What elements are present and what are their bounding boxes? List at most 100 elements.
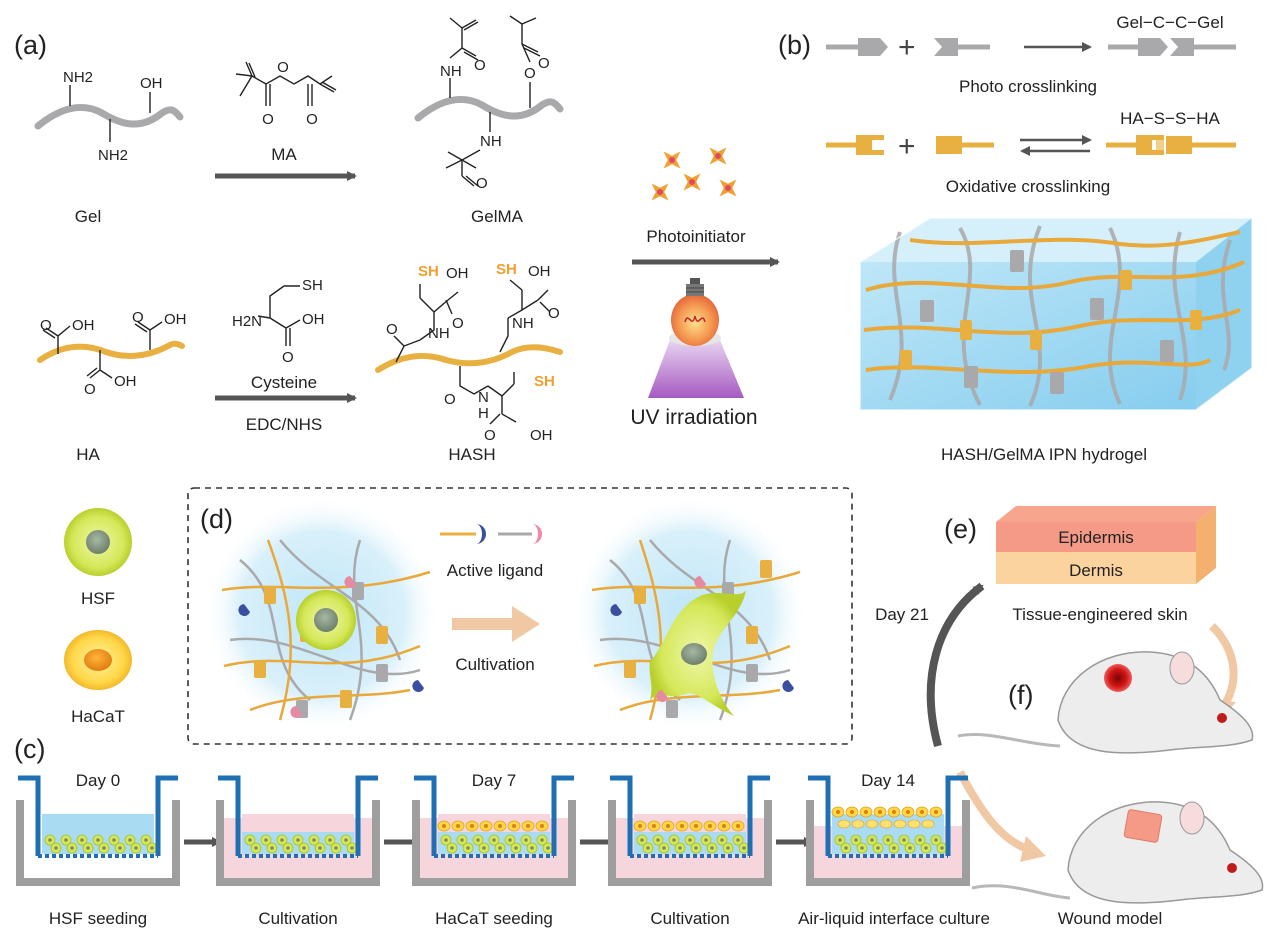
hash-structure: SH OH O NH O SH OH O NH O N H SH O OH [375, 261, 563, 444]
photoinitiator-icon [651, 147, 737, 201]
cysteine-structure [257, 285, 301, 346]
transwell [412, 775, 576, 886]
network-after [572, 496, 808, 732]
oh-label: OH [114, 373, 137, 390]
o-label: O [538, 55, 550, 72]
step-label: Cultivation [258, 909, 337, 928]
nh-label: NH [440, 63, 462, 80]
ipn-hydrogel-block [859, 217, 1253, 411]
uv-label: UV irradiation [630, 406, 757, 429]
epidermis-label: Epidermis [1058, 528, 1134, 547]
oxidative-crosslink-scheme: + [826, 130, 1236, 163]
svg-text:+: + [898, 130, 916, 163]
step-label: HaCaT seeding [435, 909, 553, 928]
transwell [216, 775, 380, 886]
oh-label: OH [530, 427, 553, 444]
oh-label: OH [72, 317, 95, 334]
active-ligand-label: Active ligand [447, 561, 543, 580]
oh-label: OH [302, 311, 325, 328]
ha-label: HA [76, 445, 100, 464]
cysteine-label: Cysteine [251, 373, 317, 392]
implant-arrow [1209, 623, 1238, 709]
gelma-chain [414, 95, 564, 122]
oh-label: OH [446, 265, 469, 282]
panel-f: (f) Wound model [956, 651, 1264, 928]
day7-label: Day 7 [472, 771, 516, 790]
panel-d-frame [187, 487, 853, 745]
rat-with-wound [957, 651, 1254, 754]
o-label: O [476, 175, 488, 192]
sh-label: SH [418, 263, 439, 280]
panel-f-label: (f) [1008, 680, 1033, 710]
tes-label: Tissue-engineered skin [1012, 605, 1187, 624]
uv-lamp-icon [648, 278, 744, 398]
dermis-label: Dermis [1069, 561, 1123, 580]
o-label: O [262, 111, 274, 128]
transwell [608, 775, 772, 886]
step-label: Air-liquid interface culture [798, 909, 990, 928]
day14-label: Day 14 [861, 771, 915, 790]
day0-label: Day 0 [76, 771, 120, 790]
hsf-cell-icon [64, 508, 132, 576]
o-label: O [277, 59, 289, 76]
panel-a-label: (a) [14, 30, 47, 60]
oxidative-crosslinking-label: Oxidative crosslinking [946, 177, 1110, 196]
panel-c: (c) HSF seeding Cultivation HaCaT seedin… [14, 734, 990, 928]
ha-structure: O OH O OH O OH [37, 309, 187, 398]
nh-label: NH [428, 325, 450, 342]
gel-label: Gel [75, 207, 101, 226]
nh2-label: NH2 [98, 147, 128, 164]
o-label: O [386, 321, 398, 338]
day21-label: Day 21 [875, 605, 929, 624]
step-label: HSF seeding [49, 909, 147, 928]
gelma-structure: NH O NH O O O [414, 15, 564, 192]
active-ligand-icon [440, 524, 542, 544]
panel-b-label: (b) [778, 30, 811, 60]
o-label: O [524, 65, 536, 82]
nh-label: NH [512, 315, 534, 332]
ha-chain [37, 340, 185, 363]
oh-label: OH [140, 75, 163, 92]
hsf-label: HSF [81, 589, 115, 608]
photo-crosslinking-label: Photo crosslinking [959, 77, 1097, 96]
hacat-cell-icon [64, 630, 132, 690]
nh2-label: NH2 [63, 69, 93, 86]
o-label: O [452, 315, 464, 332]
ma-label: MA [271, 145, 297, 164]
transplant-arrow [956, 770, 1032, 854]
photo-crosslink-scheme: + [826, 31, 1236, 64]
nh-label: NH [480, 133, 502, 150]
o-label: O [548, 305, 560, 322]
day21-arrow [926, 582, 985, 748]
panel-d-label: (d) [200, 504, 233, 534]
o-label: O [444, 391, 456, 408]
sh-label: SH [534, 373, 555, 390]
transwell [16, 775, 180, 886]
panel-b: (b) + Gel−C−C−Gel Photo crosslinking + [778, 13, 1253, 464]
o-label: O [484, 427, 496, 444]
panel-c-label: (c) [14, 734, 45, 764]
edc-nhs-label: EDC/NHS [246, 415, 323, 434]
o-label: O [474, 57, 486, 74]
photoinitiator-label: Photoinitiator [646, 227, 746, 246]
hash-label: HASH [448, 445, 495, 464]
n-label: N [478, 389, 489, 406]
panel-e-label: (e) [944, 514, 977, 544]
panel-d: HSF HaCaT (d) [64, 487, 853, 745]
hash-chain [375, 344, 563, 373]
svg-text:+: + [898, 31, 916, 64]
step-label: Cultivation [650, 909, 729, 928]
sh-label: SH [302, 277, 323, 294]
gelma-label: GelMA [471, 207, 524, 226]
h2n-label: H2N [232, 313, 262, 330]
photo-product-label: Gel−C−C−Gel [1116, 13, 1223, 32]
skin-block [996, 506, 1216, 584]
oh-label: OH [528, 263, 551, 280]
o-label: O [306, 111, 318, 128]
wound-model-label: Wound model [1058, 909, 1163, 928]
panel-e: (e) Epidermis Dermis Tissue-engineered s… [875, 506, 1238, 748]
oh-label: OH [164, 311, 187, 328]
hydrogel-label: HASH/GelMA IPN hydrogel [941, 445, 1147, 464]
hacat-label: HaCaT [71, 707, 125, 726]
